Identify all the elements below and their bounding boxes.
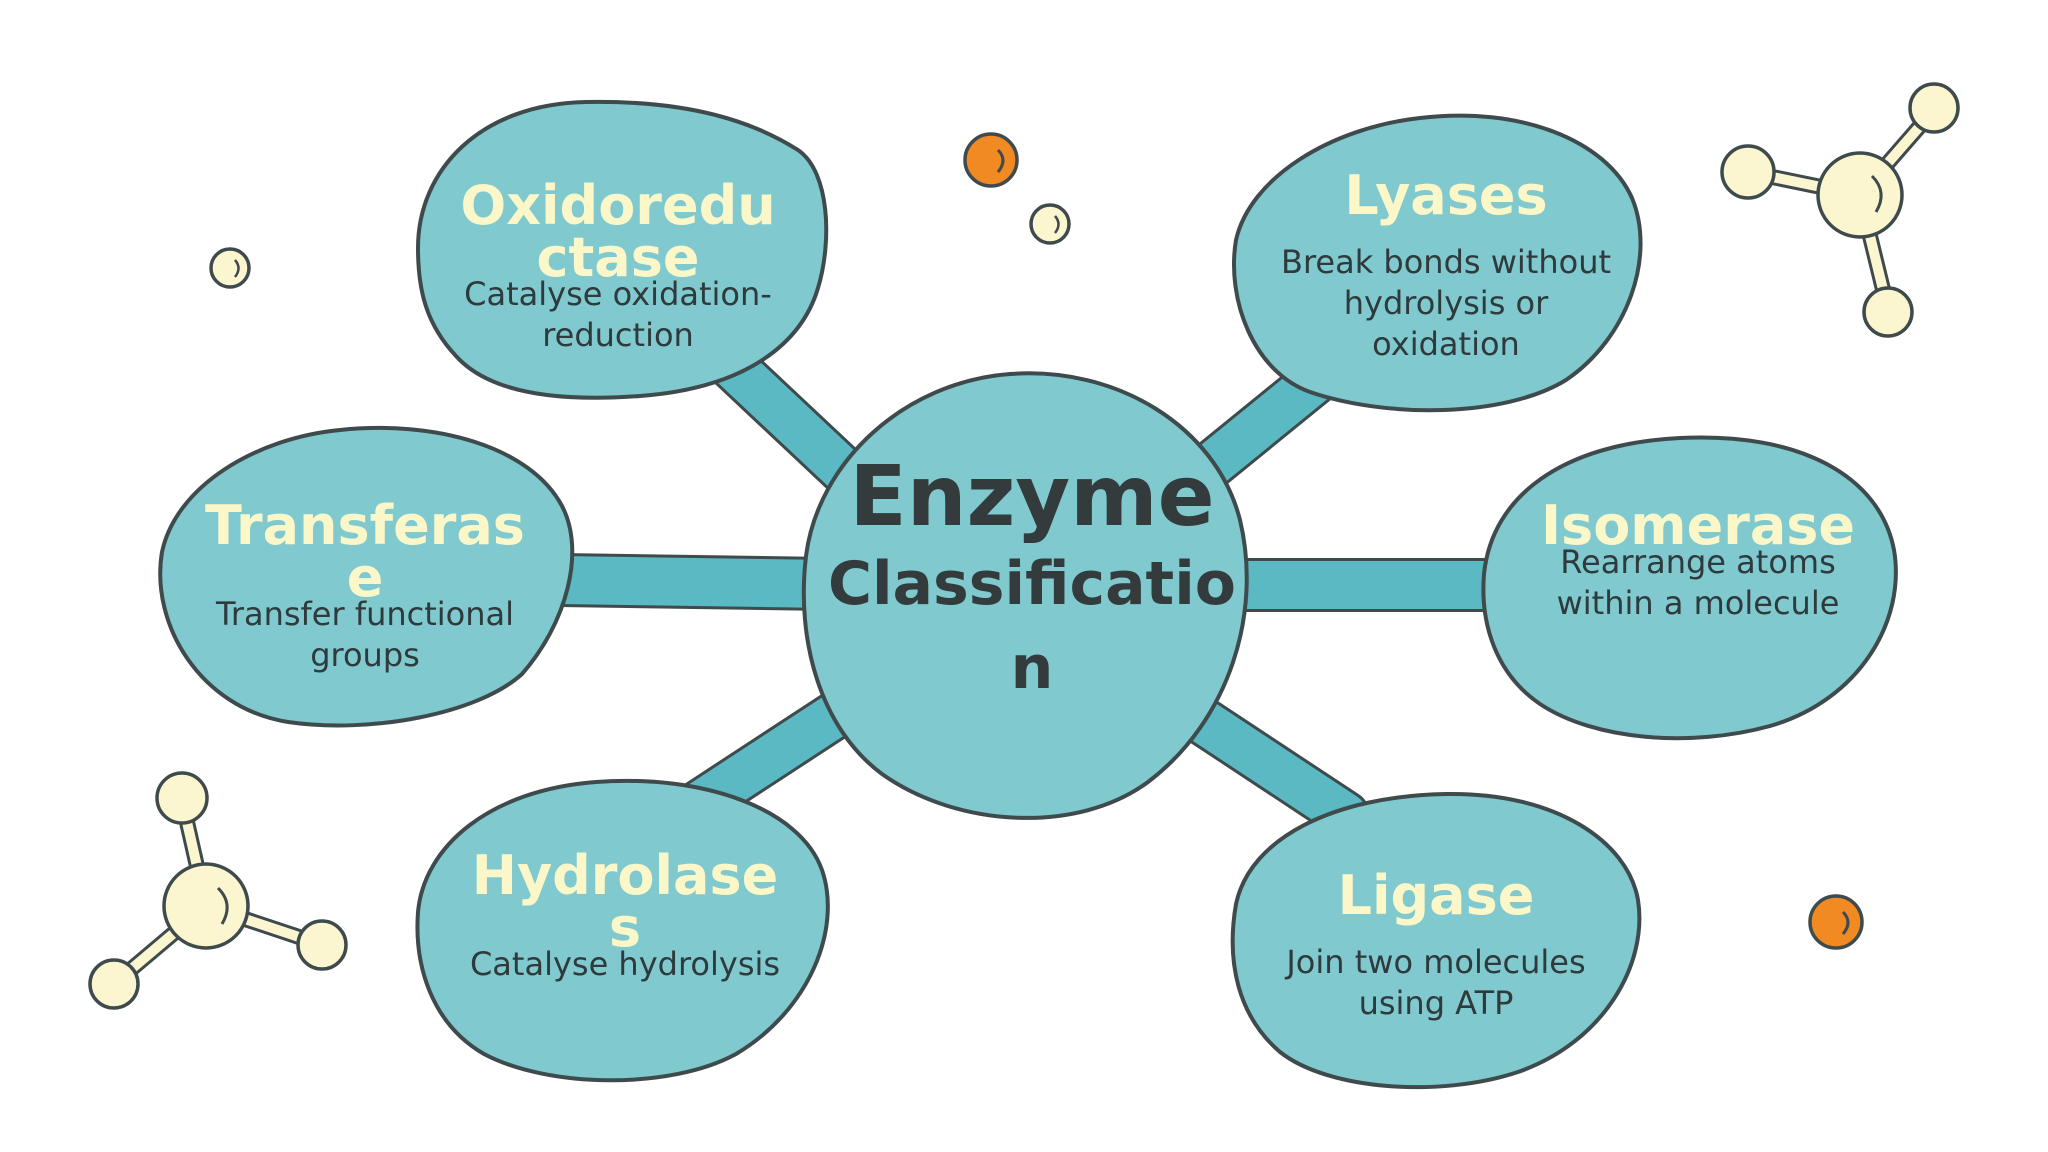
node-oxidoreductase: Oxidoreductase Catalyse oxidation-reduct… <box>448 174 788 356</box>
node-description: Break bonds without hydrolysis or oxidat… <box>1280 243 1612 363</box>
bubble-ligase <box>1230 791 1642 1090</box>
node-description: Rearrange atoms within a molecule <box>1556 543 1840 622</box>
node-title: Lyases <box>1344 164 1548 227</box>
orange-dot-icon <box>1808 894 1864 950</box>
bubble-hydrolases <box>415 778 830 1083</box>
bubble-oxidoreductase <box>415 99 829 400</box>
node-description: Catalyse hydrolysis <box>469 945 781 983</box>
bubble-lyases <box>1232 113 1643 413</box>
molecule-icon <box>88 771 348 1010</box>
node-title: Transferase <box>205 494 525 609</box>
bubbles <box>158 99 1898 1090</box>
node-transferase: Transferase Transfer functional groups <box>195 494 535 676</box>
center-title-line1: Enzyme <box>849 447 1215 545</box>
node-isomerase: Isomerase Rearrange atoms within a molec… <box>1538 494 1858 624</box>
orange-dot-icon <box>963 132 1019 188</box>
decorations <box>88 82 1960 1010</box>
node-description: Join two molecules using ATP <box>1286 943 1586 1022</box>
molecule-icon <box>1720 82 1960 338</box>
node-title: Isomerase <box>1540 494 1856 557</box>
cream-dot-icon <box>209 247 251 289</box>
node-ligase: Ligase Join two molecules using ATP <box>1266 864 1606 1024</box>
node-title: Oxidoreductase <box>460 174 776 289</box>
cream-dot-icon <box>1029 203 1071 245</box>
bubble-center <box>801 371 1249 820</box>
center-title: Enzyme Classification <box>822 450 1242 710</box>
node-description: Transfer functional groups <box>215 595 515 674</box>
bubble-isomerase <box>1481 435 1898 741</box>
node-title: Ligase <box>1337 864 1535 927</box>
center-title-line2: Classification <box>827 549 1237 703</box>
node-hydrolases: Hydrolases Catalyse hydrolysis <box>465 844 785 985</box>
node-lyases: Lyases Break bonds without hydrolysis or… <box>1276 164 1616 365</box>
node-title: Hydrolases <box>471 844 779 959</box>
node-description: Catalyse oxidation-reduction <box>464 275 772 354</box>
bubble-transferase <box>158 425 575 728</box>
